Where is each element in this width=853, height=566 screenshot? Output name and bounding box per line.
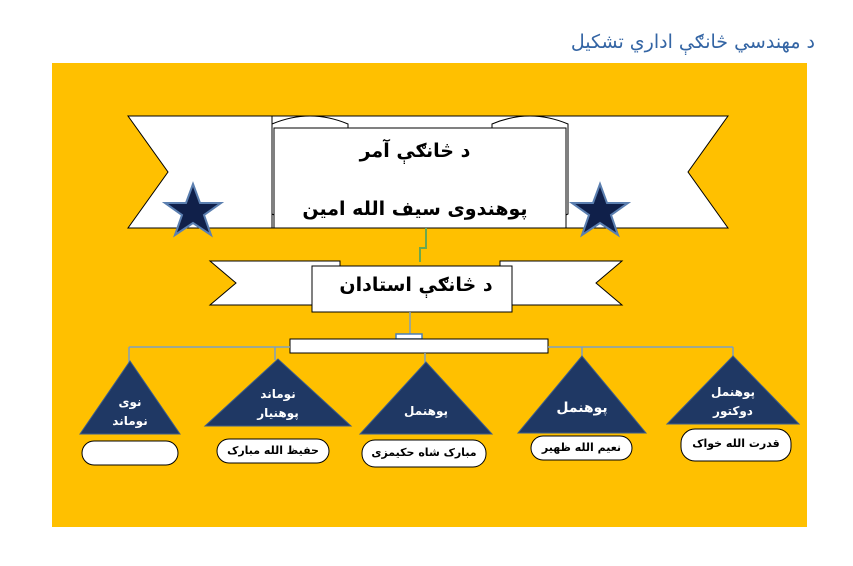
member-name: قدرت الله خواک [692, 437, 780, 450]
rank-label: پوهنمل [385, 402, 467, 421]
name-pill [530, 435, 633, 461]
rank-line: دوکتور [713, 404, 753, 418]
rank-triangle [516, 355, 648, 434]
rank-line: پوهنیار [257, 406, 299, 420]
rank-triangle [79, 360, 181, 435]
name-pills [81, 428, 792, 468]
rank-line: نوماند [260, 387, 296, 401]
name-pill [216, 438, 330, 464]
connector-head-teachers [419, 228, 427, 262]
rank-triangle [203, 358, 353, 427]
rank-triangles [79, 355, 801, 435]
page-title: د مهندسي څانګې اداري تشکيل [570, 31, 815, 53]
rank-line: پوهنمل [710, 385, 755, 399]
branch-connectors [128, 346, 734, 364]
rank-line: نوماند [112, 414, 148, 428]
head-title: د څانګې آمر [359, 140, 471, 162]
distribution-bar [289, 338, 549, 354]
teachers-banner-label: د څانګې استادان [339, 274, 493, 296]
member-name: نعیم الله ظهیر [541, 441, 622, 454]
rank-line: پوهنمل [556, 400, 608, 416]
star-icon-left [161, 181, 225, 238]
rank-triangle [358, 361, 494, 435]
name-pill [680, 428, 792, 462]
rank-line: نوی [118, 395, 142, 409]
star-icon-right [568, 181, 632, 238]
teachers-ribbon [208, 260, 624, 313]
rank-label: نوماند پوهنیار [236, 385, 320, 423]
rank-label: پوهنمل دوکتور [690, 383, 776, 421]
head-ribbon [127, 115, 729, 229]
member-name: حفیظ الله مبارک [227, 444, 319, 457]
rank-label: پوهنمل [541, 399, 623, 418]
rank-label: نوی نوماند [98, 393, 162, 431]
rank-line: پوهنمل [403, 404, 448, 418]
name-pill [361, 439, 487, 468]
name-pill [81, 440, 179, 466]
rank-triangle [665, 355, 801, 425]
head-name: پوهندوی سیف الله امین [302, 198, 528, 220]
member-name: مبارک شاه حکیمزی [371, 446, 477, 459]
